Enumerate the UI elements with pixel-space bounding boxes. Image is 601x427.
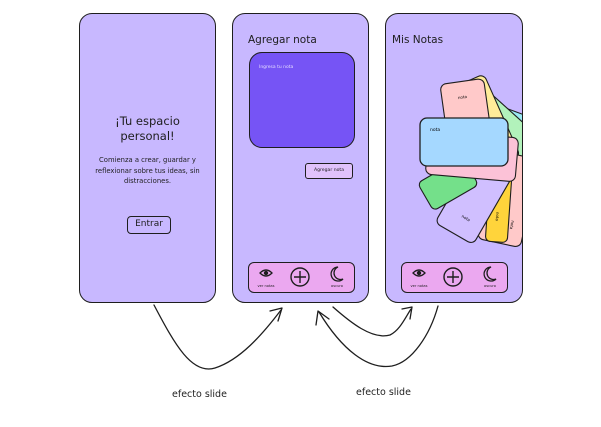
plus-circle-icon [290,267,310,287]
welcome-screen: ¡Tu espacio personal! Comienza a crear, … [79,13,216,303]
nav-add-note[interactable] [438,265,472,291]
slide-arrow-3-head [315,310,330,326]
add-note-screen: Agregar nota Ingresa tu nota Agregar not… [232,13,369,303]
slide-caption-2: efecto slide [356,387,411,398]
slide-arrow-1 [153,304,282,370]
note-input[interactable]: Ingresa tu nota [249,52,355,148]
welcome-subtitle: Comienza a crear, guardar y reflexionar … [95,156,200,185]
note-card-active[interactable]: nota [419,117,509,167]
nav-dark-mode[interactable]: oscuro [473,265,507,291]
eye-icon [412,269,426,277]
slide-arrow-2-head [401,306,413,320]
add-note-title: Agregar nota [248,34,317,46]
moon-icon [330,266,344,282]
nav-view-notes[interactable]: ver notas [249,265,283,291]
note-card-label: nota [430,127,440,133]
note-input-placeholder: Ingresa tu nota [259,65,294,70]
add-note-button[interactable]: Agregar nota [305,163,353,179]
nav-view-notes-label: ver notas [410,284,428,288]
note-card-label: nota [509,220,516,230]
nav-dark-mode[interactable]: oscuro [320,265,354,291]
nav-view-notes-label: ver notas [257,284,275,288]
note-card-label: nota [458,94,468,100]
enter-button[interactable]: Entrar [127,216,171,234]
welcome-title: ¡Tu espacio personal! [115,114,180,143]
slide-arrow-2 [332,306,412,337]
note-card-label: nota [495,212,501,222]
nav-add-note[interactable] [285,265,319,291]
note-card-label: nota [461,214,472,223]
nav-dark-mode-label: oscuro [484,284,496,288]
my-notes-title: Mis Notas [392,34,444,46]
slide-arrow-3 [318,305,439,368]
bottom-navbar: ver notas oscuro [248,262,355,293]
bottom-navbar: ver notas oscuro [401,262,508,293]
moon-icon [483,266,497,282]
nav-view-notes[interactable]: ver notas [402,265,436,291]
plus-circle-icon [443,267,463,287]
my-notes-screen: Mis Notas nota nota nota nota nota [385,13,523,303]
eye-icon [259,269,273,277]
slide-caption-1: efecto slide [172,389,227,400]
nav-dark-mode-label: oscuro [331,284,343,288]
slide-arrow-1-head [269,307,283,322]
notes-fan: nota nota nota nota nota nota [418,75,522,248]
